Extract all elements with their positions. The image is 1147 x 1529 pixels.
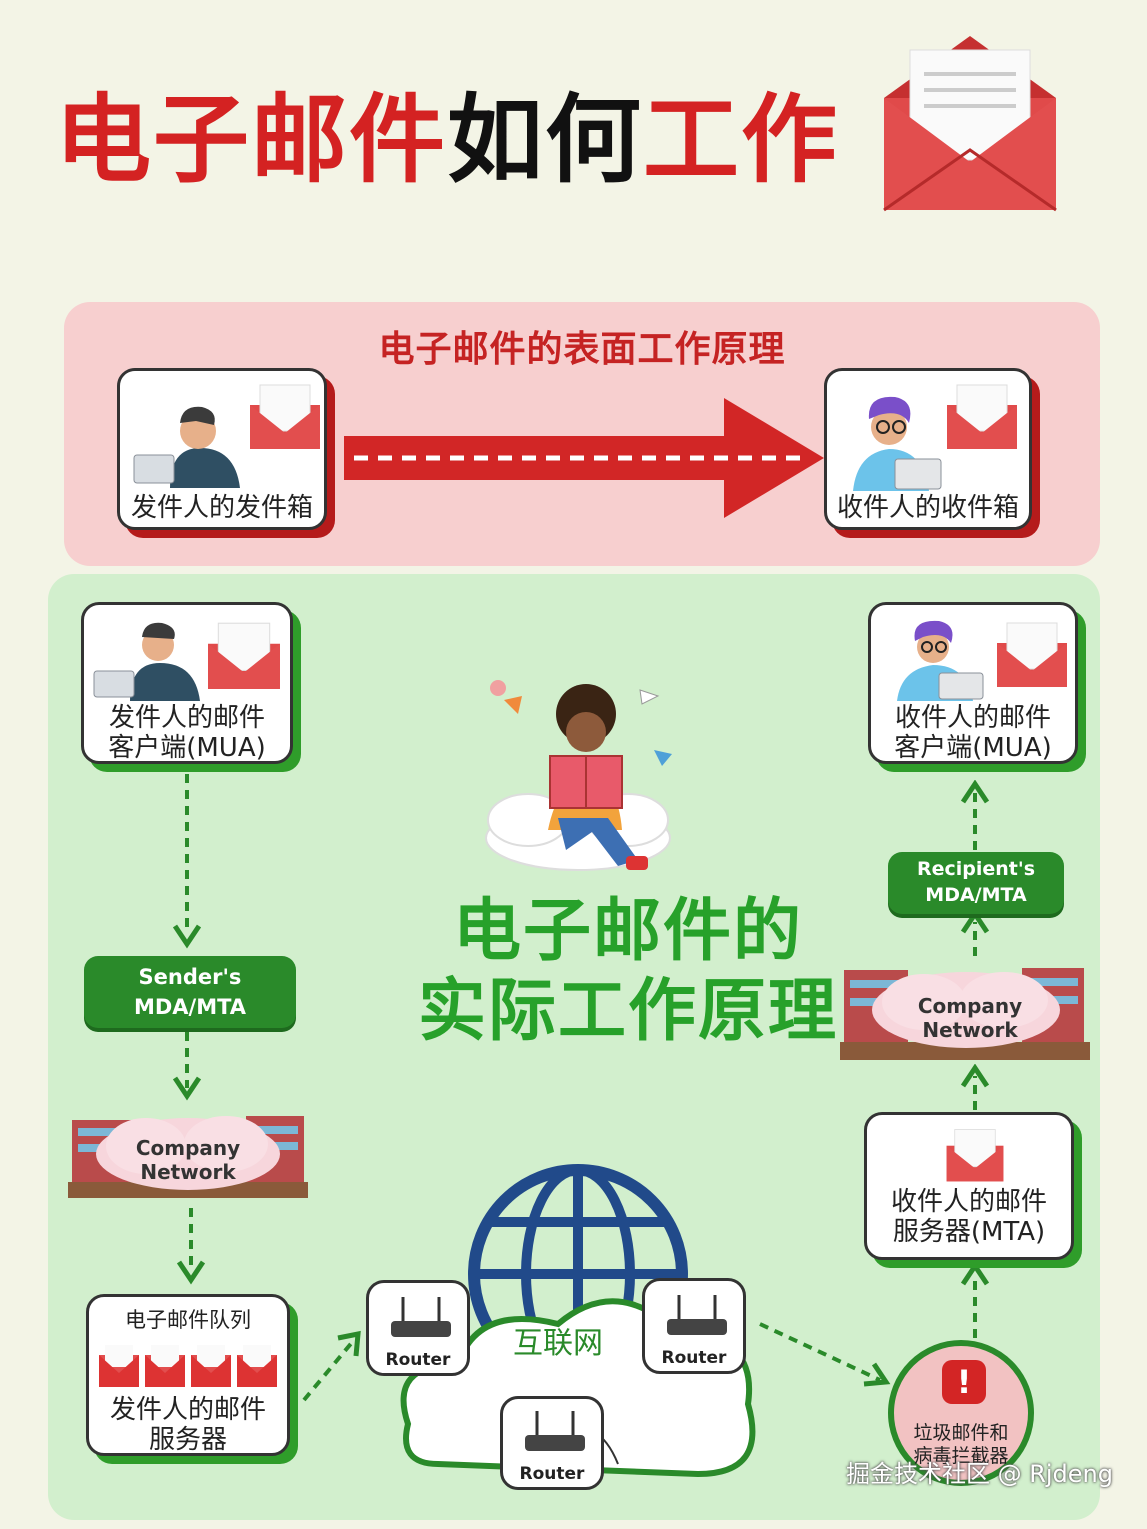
sender-mua-card: 发件人的邮件 客户端(MUA) — [81, 602, 293, 764]
internet-label: 互联网 — [513, 1326, 603, 1361]
receiver-person-icon — [853, 396, 942, 491]
sender-mda-label-line1: Sender's — [138, 965, 242, 989]
sender-server-label-line2: 服务器 — [148, 1425, 227, 1455]
router-right: Router — [642, 1278, 746, 1374]
envelope-icon — [997, 622, 1067, 687]
company-label-line1: Company — [917, 994, 1023, 1018]
actual-principle-panel: 发件人的邮件 客户端(MUA) Sender's MDA/MTA Company… — [48, 574, 1100, 1520]
sender-outbox-card: 发件人的发件箱 — [117, 368, 327, 530]
sender-server-label-line1: 发件人的邮件 — [109, 1395, 266, 1425]
page-title: 电子邮件如何工作 — [55, 84, 839, 196]
recipient-company-network — [840, 968, 1090, 1060]
router-icon — [525, 1411, 585, 1451]
sender-person-icon — [93, 622, 200, 701]
recipient-mua-label-line1: 收件人的邮件 — [894, 703, 1051, 733]
envelope-icon — [208, 622, 280, 689]
down-arrow — [172, 774, 202, 949]
up-arrow — [960, 780, 990, 850]
diagonal-arrow — [302, 1330, 361, 1402]
surface-principle-title: 电子邮件的表面工作原理 — [378, 329, 786, 370]
envelope-icon — [947, 384, 1017, 449]
recipient-mua-label-line2: 客户端(MUA) — [894, 733, 1052, 763]
email-queue-title: 电子邮件队列 — [125, 1308, 251, 1332]
spam-filter-circle: ! 垃圾邮件和 病毒拦截器 — [888, 1340, 1034, 1486]
recipient-mda-label-line1: Recipient's — [916, 858, 1036, 880]
envelope-icon — [250, 384, 320, 449]
router-bottom: Router — [500, 1396, 604, 1490]
sender-company-network-label: Company Network — [118, 1136, 258, 1184]
company-label-line2: Network — [140, 1160, 236, 1184]
watermark: 掘金技术社区 @ Rjdeng — [845, 1460, 1113, 1488]
envelope-icon — [946, 1129, 1004, 1182]
down-arrow — [172, 1032, 202, 1101]
diagonal-arrow — [759, 1322, 891, 1387]
router-label: Router — [661, 1348, 727, 1368]
router-icon — [667, 1295, 727, 1335]
receiver-inbox-card: 收件人的收件箱 — [824, 368, 1032, 530]
receiver-person-icon — [897, 620, 984, 701]
sender-mua-label-line1: 发件人的邮件 — [108, 703, 265, 733]
company-label-line2: Network — [922, 1018, 1018, 1042]
sender-mda-box: Sender's MDA/MTA — [84, 956, 296, 1028]
alert-icon: ! — [942, 1360, 986, 1404]
actual-principle-title-line1: 电子邮件的 — [452, 892, 803, 971]
up-arrow — [960, 1064, 990, 1110]
router-label: Router — [385, 1350, 451, 1370]
recipient-company-network-label: Company Network — [900, 994, 1040, 1042]
router-icon — [391, 1297, 451, 1337]
receiver-inbox-label: 收件人的收件箱 — [836, 493, 1019, 523]
spam-label-line2: 病毒拦截器 — [913, 1445, 1009, 1467]
recipient-mua-card: 收件人的邮件 客户端(MUA) — [868, 602, 1078, 764]
sender-server-card: 电子邮件队列 发件人的邮件 服务器 — [86, 1294, 290, 1456]
recipient-server-label-line2: 服务器(MTA) — [892, 1217, 1046, 1247]
sender-mua-label-line2: 客户端(MUA) — [108, 733, 266, 763]
up-arrow — [960, 910, 990, 956]
email-queue-envelopes — [99, 1345, 277, 1387]
envelope-icon — [883, 36, 1057, 212]
spam-filter-label: 垃圾邮件和 病毒拦截器 — [894, 1422, 1028, 1468]
sender-mda-label-line2: MDA/MTA — [133, 995, 247, 1019]
up-arrow — [960, 1262, 990, 1338]
surface-principle-panel: 电子邮件的表面工作原理 发件人的发件箱 — [64, 302, 1100, 566]
recipient-server-card: 收件人的邮件 服务器(MTA) — [864, 1112, 1074, 1260]
sender-outbox-label: 发件人的发件箱 — [130, 493, 313, 523]
router-left: Router — [366, 1280, 470, 1376]
right-arrow — [344, 398, 824, 518]
recipient-mda-label-line2: MDA/MTA — [925, 884, 1027, 906]
recipient-server-label-line1: 收件人的邮件 — [890, 1187, 1047, 1217]
router-label: Router — [519, 1464, 585, 1484]
company-label-line1: Company — [135, 1136, 241, 1160]
recipient-mda-box: Recipient's MDA/MTA — [888, 852, 1064, 914]
down-arrow — [176, 1208, 206, 1285]
spam-label-line1: 垃圾邮件和 — [913, 1422, 1009, 1444]
reading-person-illustration — [485, 680, 672, 871]
sender-company-network — [68, 1116, 308, 1198]
actual-principle-title-line2: 实际工作原理 — [417, 972, 838, 1051]
sender-person-icon — [133, 406, 240, 488]
